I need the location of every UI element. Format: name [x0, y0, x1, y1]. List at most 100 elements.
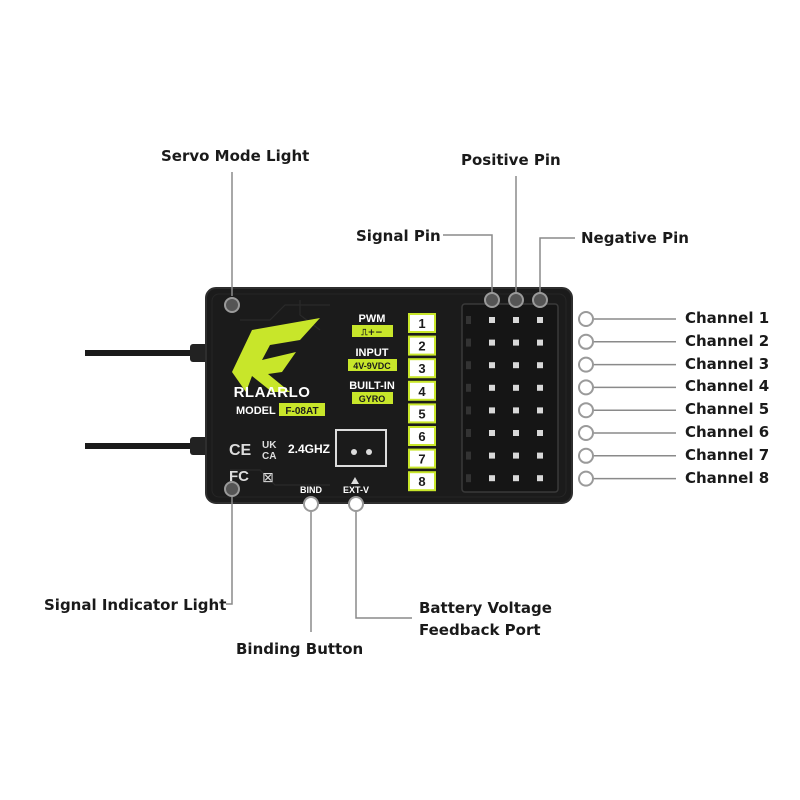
- channel-label: Channel 8: [685, 468, 770, 487]
- channel-number-box: [408, 448, 436, 469]
- indicator-rings: [224, 292, 548, 512]
- signal-pin-marker: [484, 292, 500, 308]
- ext-v-label: EXT-V: [343, 485, 369, 495]
- channel-number-box: [408, 380, 436, 401]
- channel-label: Channel 7: [685, 445, 770, 464]
- pin-grid: [466, 316, 543, 483]
- channel-label: Channel 6: [685, 423, 770, 441]
- header-pin: [513, 362, 519, 369]
- header-pin: [513, 407, 519, 414]
- channel-marker: [578, 311, 594, 327]
- pin-key: [466, 474, 471, 483]
- pin-key: [466, 316, 471, 324]
- ext-v-connector[interactable]: [335, 429, 387, 467]
- pin-key: [466, 451, 471, 460]
- brand-logo-icon: [232, 318, 320, 392]
- header-pin: [489, 407, 495, 414]
- channel-number: 5: [418, 406, 425, 421]
- channel-number: 3: [418, 361, 425, 376]
- channel-label: Channel 5: [685, 400, 770, 419]
- label-battery-voltage-line1: Battery Voltage: [419, 599, 552, 617]
- header-pin: [489, 362, 495, 369]
- pin-key: [466, 383, 471, 392]
- ukca-mark-line2: CA: [262, 451, 276, 462]
- input-value: 4V-9VDC: [353, 361, 391, 371]
- channel-number-box: [408, 358, 436, 379]
- bind-button[interactable]: [303, 496, 319, 512]
- header-pin: [513, 430, 519, 436]
- gyro-value: GYRO: [359, 394, 386, 404]
- header-pin: [537, 452, 543, 459]
- channel-label: Channel 4: [685, 377, 770, 396]
- channel-marker: [578, 356, 594, 373]
- channel-number: 7: [418, 452, 425, 467]
- label-positive-pin: Positive Pin: [461, 151, 561, 169]
- model-value: F-08AT: [285, 406, 318, 417]
- label-negative-pin: Negative Pin: [581, 229, 689, 247]
- header-pin: [537, 317, 543, 323]
- header-pin: [537, 430, 543, 436]
- pin-key: [466, 429, 471, 437]
- channel-marker: [578, 402, 594, 419]
- pin-key: [466, 361, 471, 370]
- label-battery-voltage-line2: Feedback Port: [419, 621, 541, 639]
- channel-number: 4: [418, 384, 426, 399]
- positive-pin-marker: [508, 292, 524, 308]
- servo-mode-light: [224, 297, 240, 313]
- header-pin: [513, 452, 519, 459]
- signal-indicator-light: [224, 481, 240, 497]
- input-label: INPUT: [356, 347, 389, 359]
- channel-number: 1: [418, 316, 425, 331]
- antenna-bottom: [85, 437, 210, 455]
- channel-number-box: [408, 313, 436, 333]
- label-signal-pin: Signal Pin: [356, 227, 441, 245]
- pin-header[interactable]: [461, 303, 559, 493]
- channel-callout-lines: [593, 318, 676, 480]
- header-pin: [537, 362, 543, 369]
- header-pin: [489, 317, 495, 323]
- channel-label: Channel 1: [685, 309, 770, 327]
- header-pin: [489, 430, 495, 436]
- pwm-label: PWM: [359, 313, 386, 325]
- channel-number-box: [408, 471, 436, 492]
- channel-label: Channel 2: [685, 331, 770, 350]
- callout-lines: [226, 172, 575, 632]
- header-pin: [513, 339, 519, 346]
- pin-key: [466, 406, 471, 415]
- frequency-label: 2.4GHZ: [288, 442, 330, 456]
- channel-number: 8: [418, 474, 425, 489]
- label-servo-mode-light: Servo Mode Light: [161, 147, 310, 165]
- pin-key: [466, 338, 471, 347]
- header-pin: [537, 339, 543, 346]
- channel-marker: [578, 470, 594, 487]
- header-pin: [489, 339, 495, 346]
- channel-number: 2: [418, 339, 425, 354]
- header-pin: [513, 384, 519, 391]
- negative-pin-marker: [532, 292, 548, 308]
- ext-v-port-marker: [348, 496, 364, 512]
- channel-marker: [578, 447, 594, 464]
- channel-number-box: [408, 426, 436, 446]
- header-pin: [537, 384, 543, 391]
- header-pin: [537, 475, 543, 482]
- channel-marker: [578, 379, 594, 396]
- label-signal-indicator-light: Signal Indicator Light: [44, 596, 227, 614]
- channel-label: Channel 3: [685, 354, 770, 373]
- gyro-label: BUILT-IN: [349, 380, 395, 392]
- channel-marker: [578, 425, 594, 441]
- header-pin: [537, 407, 543, 414]
- header-pin: [513, 317, 519, 323]
- ukca-mark-line1: UK: [262, 440, 277, 451]
- header-pin: [489, 452, 495, 459]
- pwm-symbol: ⎍+−: [361, 328, 382, 338]
- label-binding-button: Binding Button: [236, 640, 364, 658]
- header-pin: [489, 475, 495, 482]
- ce-mark: CE: [229, 442, 252, 459]
- channel-number-box: [408, 335, 436, 356]
- antenna-top: [85, 344, 210, 362]
- header-pin: [489, 384, 495, 391]
- channel-marker: [578, 333, 594, 350]
- header-pin: [513, 475, 519, 482]
